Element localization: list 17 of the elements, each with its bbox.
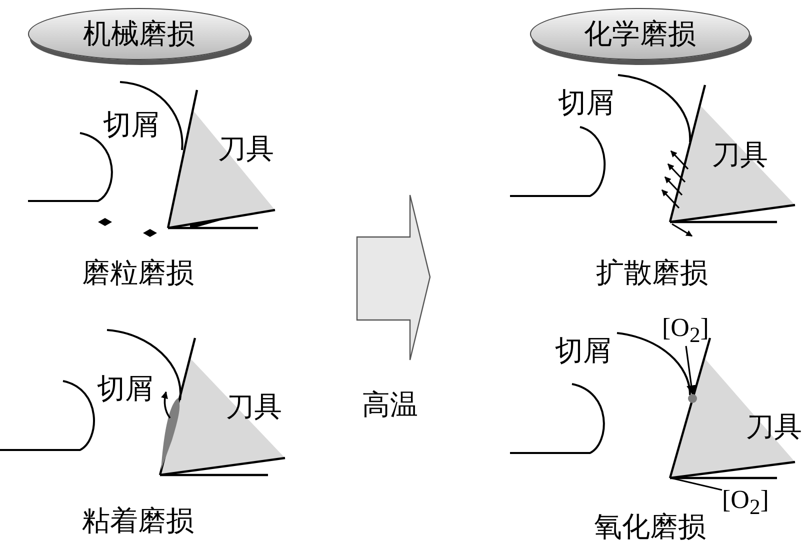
tool-label: 刀具: [218, 134, 274, 166]
chip-label: 切屑: [103, 110, 159, 142]
leader-line: [670, 477, 722, 491]
caption: 扩散磨损: [596, 258, 708, 290]
chip-label: 切屑: [558, 88, 614, 120]
caption: 氧化磨损: [594, 512, 706, 544]
tool-label: 刀具: [712, 140, 768, 172]
leader-line: [685, 346, 696, 395]
condition-label: 高温: [362, 390, 418, 422]
formula-label: [O$_{2}$]: [722, 485, 769, 514]
chip-label: 切屑: [555, 336, 611, 368]
chip-label: 切屑: [97, 374, 153, 406]
tool-label: 刀具: [226, 392, 282, 424]
tool-label: 刀具: [746, 412, 802, 444]
caption: 粘着磨损: [82, 506, 194, 538]
caption: 磨粒磨损: [82, 258, 194, 290]
formula-label: [O$_{2}$]: [662, 313, 709, 342]
